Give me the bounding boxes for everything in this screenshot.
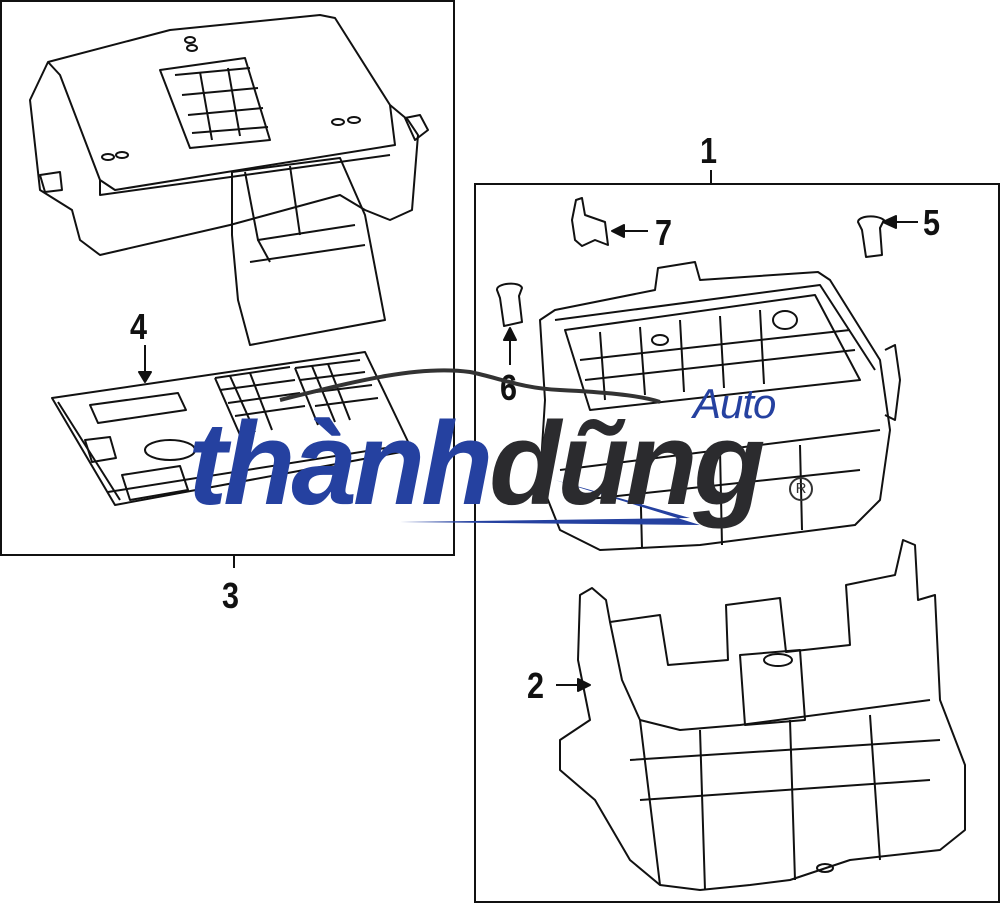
label-plate-part-4 — [51, 345, 413, 506]
callout-1: 1 — [700, 130, 718, 171]
callout-4: 4 — [130, 306, 148, 347]
callout-5: 5 — [923, 202, 941, 243]
fuse-box-part-1 — [539, 261, 901, 551]
fuse-part-5 — [857, 215, 918, 258]
fuse-part-6 — [496, 282, 523, 365]
callout-3: 3 — [222, 575, 240, 616]
bracket-part-2 — [556, 539, 966, 891]
callout-2: 2 — [527, 665, 545, 706]
clip-part-7 — [571, 197, 648, 247]
callout-6: 6 — [500, 367, 518, 408]
left-group-frame — [0, 0, 455, 556]
callout-7: 7 — [655, 212, 673, 253]
right-group-frame — [474, 183, 1000, 903]
cover-part-3 — [29, 14, 429, 346]
